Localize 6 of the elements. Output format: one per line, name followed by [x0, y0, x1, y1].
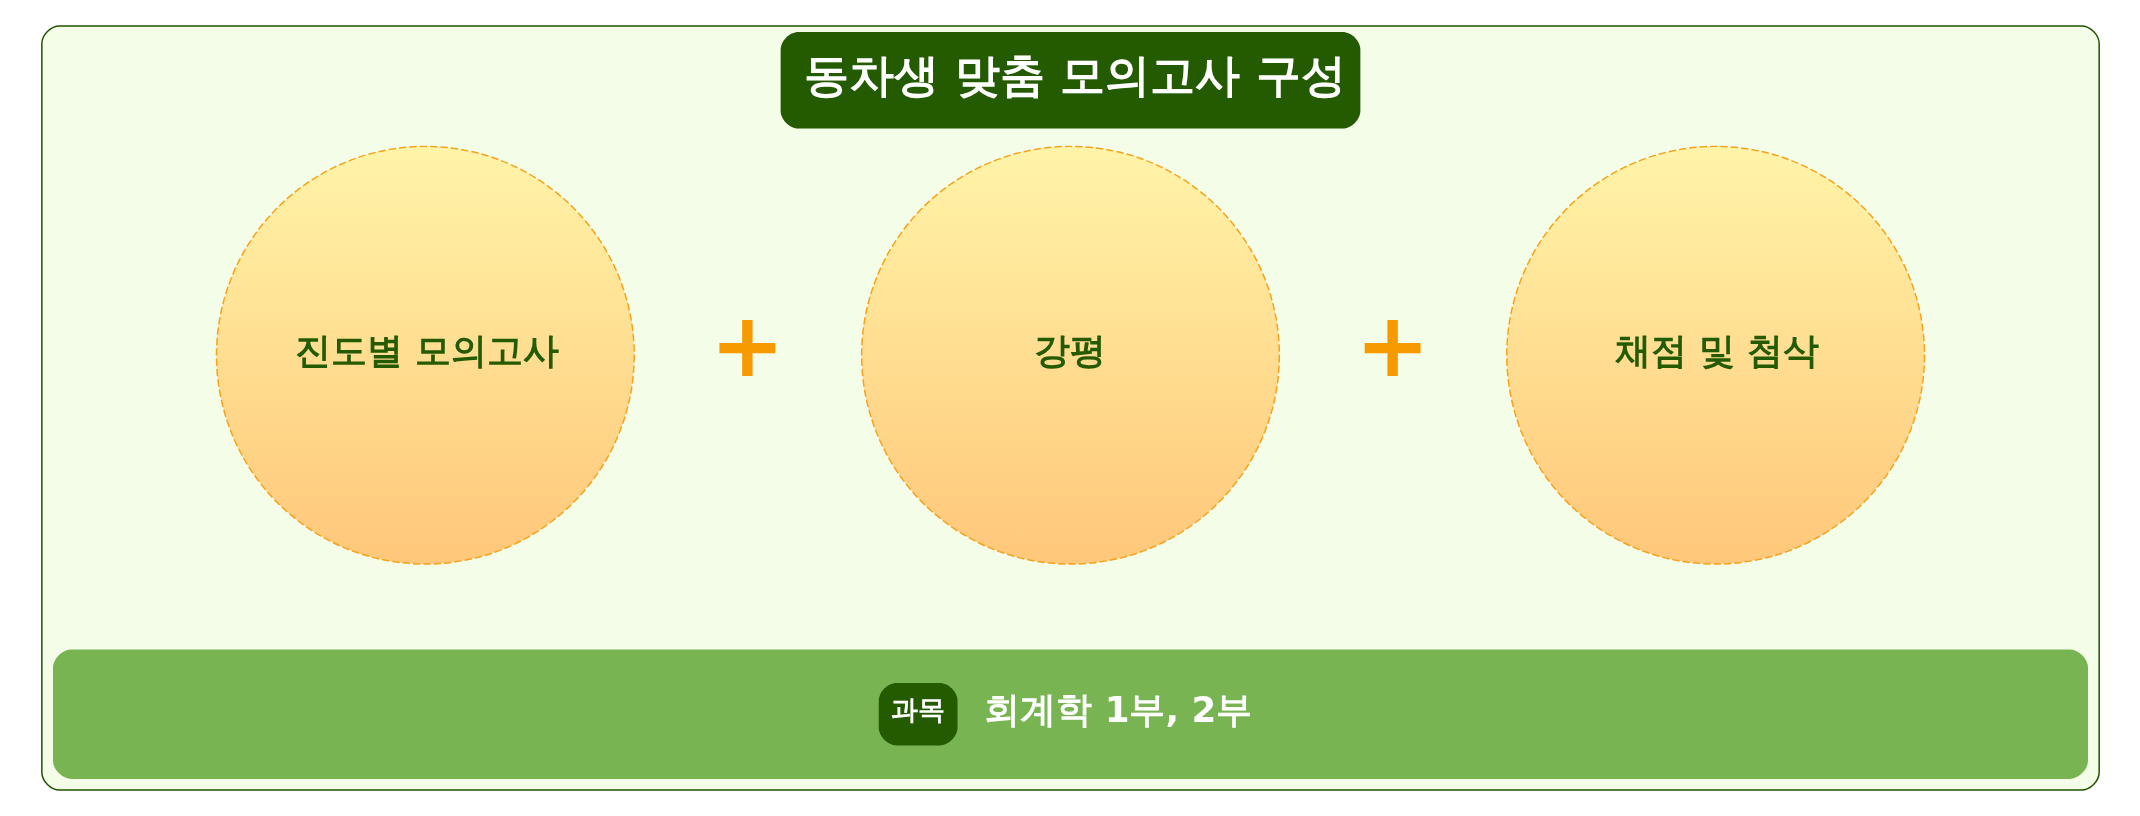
label: +: [709, 293, 785, 398]
node-circle: 강평: [860, 145, 1280, 565]
node-circle: 채점 및 첨삭: [1505, 145, 1925, 565]
node-circle: 진도별 모의고사: [215, 145, 635, 565]
node-box: 과목 회계학 1부, 2부: [52, 649, 2088, 779]
label: +: [1354, 293, 1430, 398]
